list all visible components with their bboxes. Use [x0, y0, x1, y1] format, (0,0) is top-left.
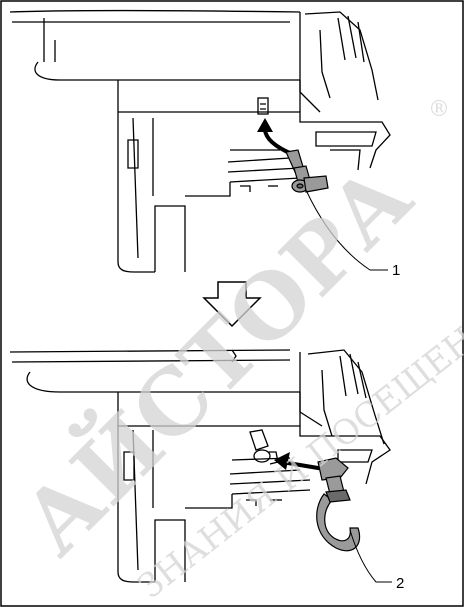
- top-handle: [299, 11, 379, 113]
- insert-arrow-up: [257, 118, 293, 156]
- top-upper-body: [9, 9, 301, 112]
- top-base-body: [117, 111, 391, 273]
- top-panel: 1: [9, 9, 400, 279]
- bottom-base-body: [117, 425, 391, 583]
- callout-2-label: 2: [396, 575, 404, 592]
- bottom-handle: [299, 349, 385, 445]
- holder-part-1: [285, 149, 329, 193]
- step-arrow-down: [202, 281, 262, 328]
- callout-1-leader: [305, 189, 388, 271]
- callout-1-label: 1: [392, 262, 400, 279]
- bottom-upper-body: [9, 349, 301, 426]
- mount-pin: [249, 429, 279, 465]
- top-mount-slot: [257, 97, 269, 115]
- bottom-panel: 2: [9, 349, 404, 592]
- holder-part-2: [316, 457, 361, 552]
- callout-2-leader: [349, 529, 392, 583]
- watermark-registered-mark: ®: [428, 97, 450, 122]
